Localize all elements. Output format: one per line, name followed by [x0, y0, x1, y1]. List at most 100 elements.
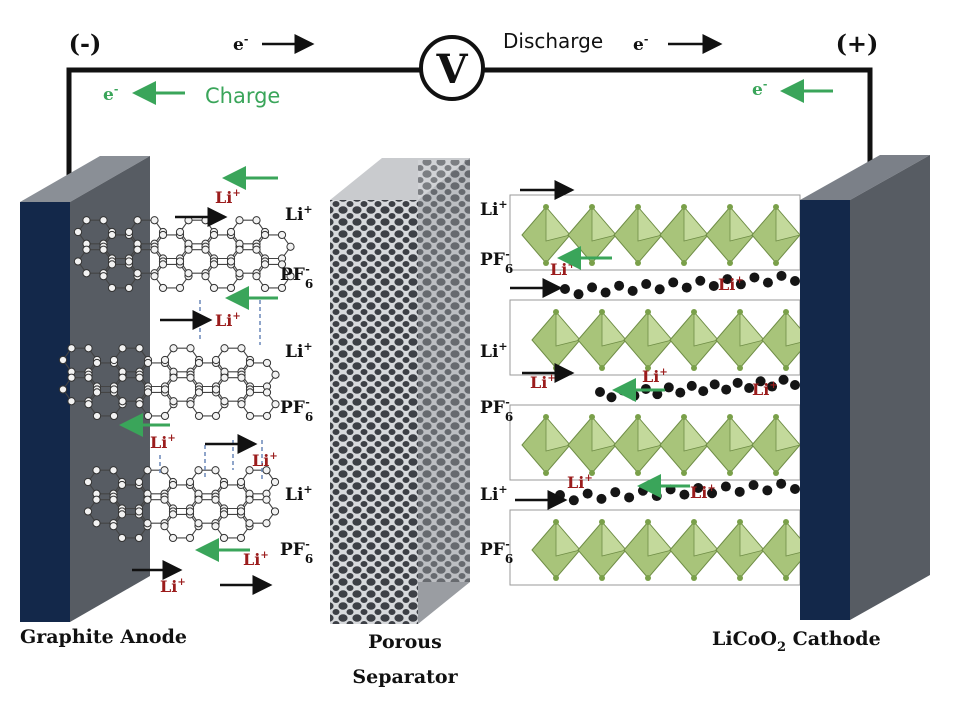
lithium-atom [686, 380, 697, 391]
carbon-atom [67, 344, 76, 353]
lithium-atom [555, 490, 565, 500]
carbon-atom [201, 272, 210, 281]
carbon-atom [143, 358, 153, 368]
graphite-ring [189, 391, 226, 417]
carbon-atom [150, 245, 159, 254]
octahedron-face [591, 415, 617, 452]
oxygen-atom [737, 575, 743, 581]
octahedron-face [647, 520, 673, 557]
graphite-ring [164, 347, 200, 373]
carbon-atom [158, 230, 168, 240]
carbon-atom [92, 411, 102, 421]
oxygen-atom [681, 414, 687, 420]
carbon-atom [92, 466, 101, 475]
li-ion-red: Li+ [252, 451, 278, 470]
oxygen-atom [543, 260, 549, 266]
lithium-atom [627, 285, 638, 296]
carbon-atom [124, 257, 134, 266]
carbon-atom [143, 411, 153, 421]
li-ion-label: Li+ [285, 340, 313, 362]
lithium-atom [675, 387, 686, 398]
graphite-ring [189, 499, 225, 524]
oxygen-atom [773, 260, 779, 266]
carbon-atom [260, 260, 270, 269]
oxygen-atom [599, 575, 605, 581]
carbon-atom [252, 245, 261, 254]
carbon-atom [237, 373, 246, 382]
li-ion-label: Li+ [480, 340, 508, 362]
external-circuit [66, 67, 873, 185]
carbon-atom [118, 373, 127, 382]
carbon-atom [135, 344, 144, 353]
carbon-atom [169, 344, 178, 353]
lithium-atom [610, 487, 621, 498]
carbon-atom [67, 373, 76, 382]
carbon-atom [186, 344, 195, 353]
oxygen-atom [773, 204, 779, 210]
carbon-atom [236, 477, 246, 487]
carbon-atom [143, 495, 152, 504]
graphite-ring [240, 499, 276, 524]
ion-labels: Li+ PF6- Li+ PF6- Li+ PF6- Li+ PF6- Li+ … [150, 188, 778, 596]
li-ion-label: Li+ [285, 203, 313, 225]
carbon-atom [175, 257, 185, 266]
oxygen-atom [727, 414, 733, 420]
carbon-atom [83, 507, 93, 516]
carbon-atom [168, 480, 178, 490]
carbon-atom [245, 519, 254, 528]
carbon-atom [237, 400, 246, 409]
carbon-atom [211, 385, 221, 394]
lithium-atom [749, 272, 760, 283]
carbon-atom [143, 519, 152, 528]
separator-label-line1: Porous [368, 631, 442, 653]
octahedron-face [729, 415, 755, 452]
ion-arrows [119, 166, 690, 595]
cathode-label: LiCoO2 Cathode [712, 628, 881, 655]
lithium-atom [755, 376, 766, 387]
lithium-atom [707, 488, 718, 499]
carbon-atom [245, 388, 255, 397]
carbon-atom [226, 283, 236, 293]
oxygen-atom [737, 519, 743, 525]
pf6-ion-label: PF6- [280, 538, 313, 566]
lithium-atom [790, 276, 800, 286]
carbon-atom [143, 466, 152, 475]
discharge-label: Discharge [503, 29, 603, 53]
carbon-atom [262, 519, 271, 528]
carbon-atom [58, 355, 68, 365]
oxygen-atom [553, 519, 559, 525]
lithium-atom [734, 486, 745, 497]
li-ion-label: Li+ [285, 483, 313, 505]
carbon-atom [211, 522, 220, 531]
carbon-atom [260, 230, 270, 240]
oxygen-atom [589, 414, 595, 420]
oxygen-atom [599, 309, 605, 315]
carbon-atom [92, 495, 101, 504]
carbon-atom [160, 411, 170, 421]
li-ion-red: Li+ [567, 473, 593, 492]
carbon-atom [107, 260, 117, 269]
graphite-ring [230, 249, 266, 274]
lithium-atom [596, 493, 607, 504]
lithium-atom [679, 489, 690, 500]
oxygen-atom [553, 365, 559, 371]
carbon-atom [220, 373, 229, 382]
carbon-atom [235, 269, 244, 278]
lithium-atom [698, 386, 709, 397]
lithium-atom [722, 274, 733, 285]
carbon-atom [99, 245, 108, 254]
carbon-atom [262, 411, 272, 421]
lithium-atom [695, 275, 706, 286]
lithium-atom [641, 279, 652, 290]
lithium-atom [651, 491, 662, 502]
octahedron-face [683, 205, 709, 242]
octahedron-face [683, 415, 709, 452]
graphite-ring [179, 219, 215, 245]
carbon-atom [245, 466, 254, 475]
oxygen-atom [645, 365, 651, 371]
carbon-atom [160, 466, 169, 475]
carbon-atom [117, 533, 127, 543]
lithium-atom [735, 279, 746, 290]
li-ion-red: Li+ [150, 433, 176, 452]
octahedron-face [601, 310, 627, 347]
